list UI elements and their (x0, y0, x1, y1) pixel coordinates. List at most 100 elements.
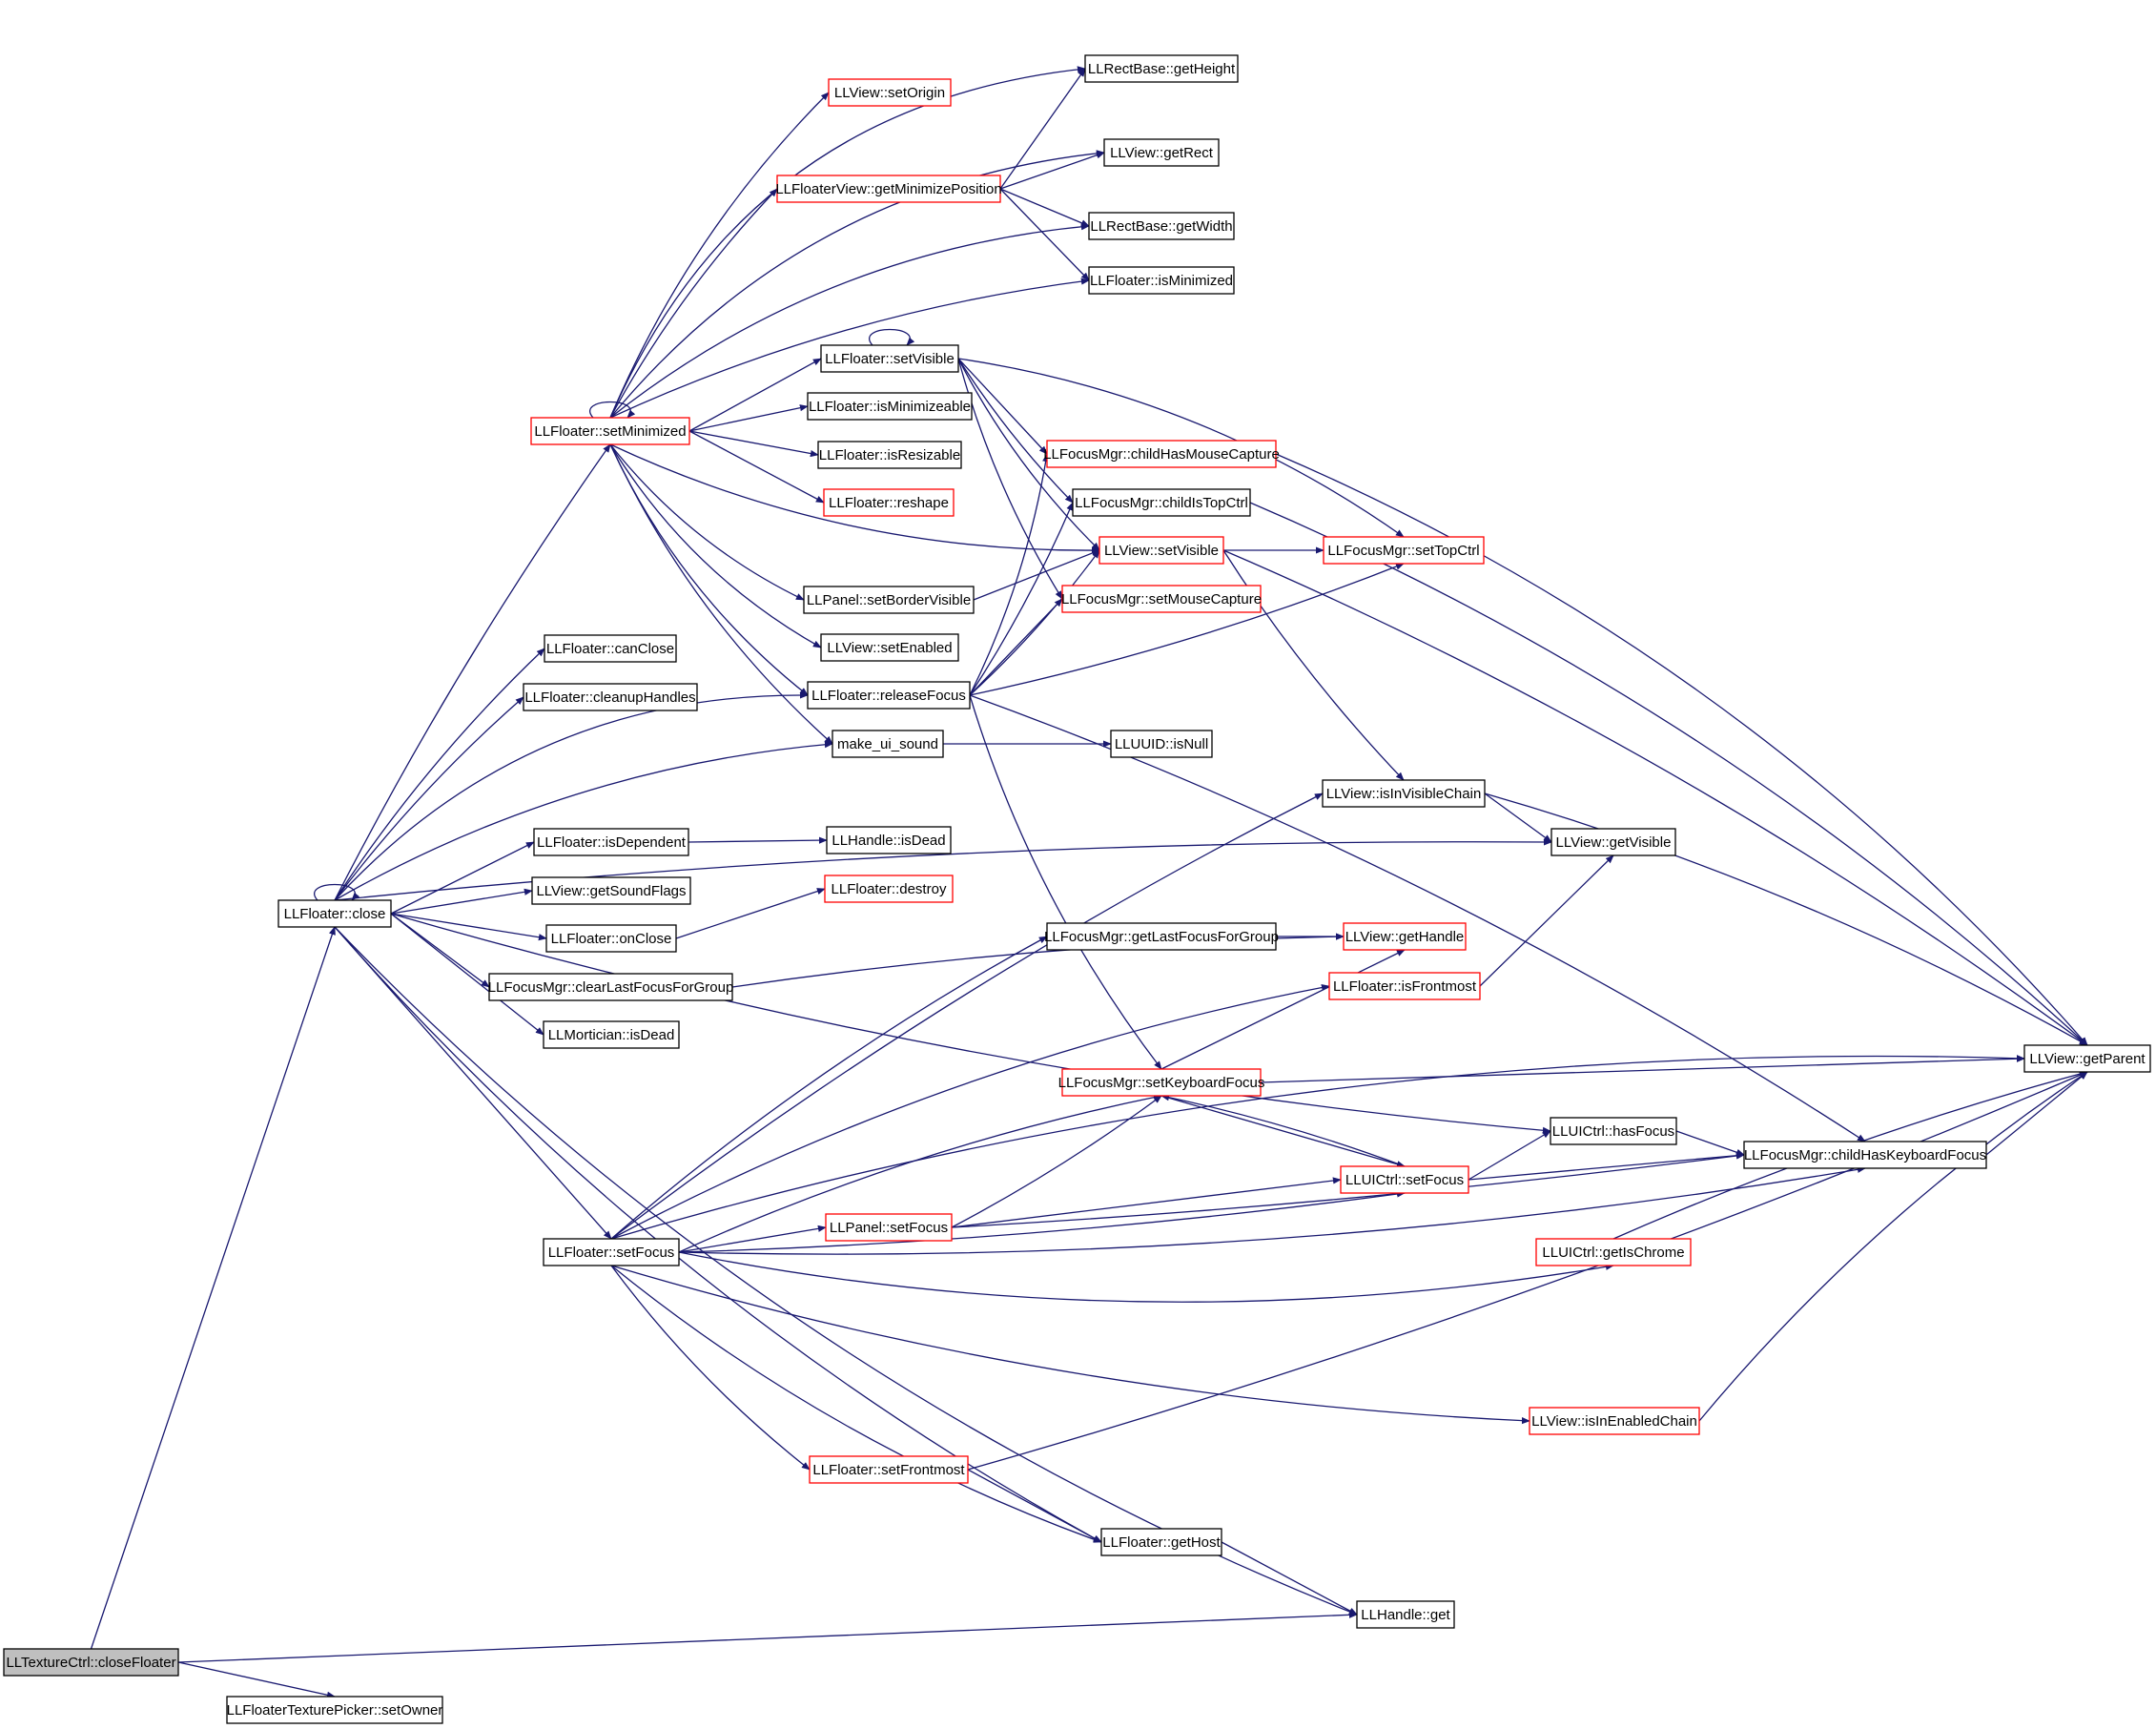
node-getParent[interactable]: LLView::getParent (2023, 1044, 2151, 1073)
node-box[interactable] (776, 175, 1001, 203)
node-setKeyboardFocus[interactable]: LLFocusMgr::setKeyboardFocus (1058, 1068, 1265, 1097)
node-close[interactable]: LLFloater::close (277, 899, 392, 928)
node-box[interactable] (544, 634, 677, 663)
node-getWidth[interactable]: LLRectBase::getWidth (1088, 212, 1235, 240)
node-box[interactable] (817, 441, 962, 469)
node-box[interactable] (1046, 440, 1277, 468)
node-box[interactable] (1088, 212, 1235, 240)
node-reshape[interactable]: LLFloater::reshape (823, 488, 955, 517)
node-box[interactable] (545, 924, 677, 953)
node-isDependent[interactable]: LLFloater::isDependent (533, 828, 689, 856)
node-box[interactable] (1340, 1165, 1469, 1194)
node-box[interactable] (1550, 828, 1676, 856)
node-panelSetFocus[interactable]: LLPanel::setFocus (825, 1213, 953, 1242)
node-box[interactable] (1322, 779, 1486, 808)
node-box[interactable] (1084, 54, 1239, 83)
node-getRect[interactable]: LLView::getRect (1103, 138, 1220, 167)
node-box[interactable] (832, 730, 944, 758)
node-box[interactable] (825, 1213, 953, 1242)
node-destroy[interactable]: LLFloater::destroy (824, 875, 954, 903)
node-box[interactable] (1743, 1141, 1987, 1169)
node-onClose[interactable]: LLFloater::onClose (545, 924, 677, 953)
node-box[interactable] (820, 344, 959, 373)
node-hasFocus[interactable]: LLUICtrl::hasFocus (1550, 1117, 1677, 1145)
node-handleGet[interactable]: LLHandle::get (1356, 1600, 1455, 1629)
node-setBorderVisible[interactable]: LLPanel::setBorderVisible (803, 586, 975, 614)
node-isInVisibleChain[interactable]: LLView::isInVisibleChain (1322, 779, 1486, 808)
node-box[interactable] (531, 876, 691, 905)
node-isMinimizeable[interactable]: LLFloater::isMinimizeable (807, 392, 973, 421)
node-box[interactable] (1100, 1528, 1222, 1556)
node-uiSetFocus[interactable]: LLUICtrl::setFocus (1340, 1165, 1469, 1194)
node-box[interactable] (1343, 922, 1467, 951)
node-box[interactable] (803, 586, 975, 614)
node-childHasKeyboardFocus[interactable]: LLFocusMgr::childHasKeyboardFocus (1743, 1141, 1987, 1169)
node-box[interactable] (1110, 730, 1213, 758)
node-morticianIsDead[interactable]: LLMortician::isDead (543, 1020, 680, 1049)
node-childHasMouseCapture[interactable]: LLFocusMgr::childHasMouseCapture (1043, 440, 1280, 468)
node-box[interactable] (488, 973, 733, 1001)
node-box[interactable] (277, 899, 392, 928)
node-setFrontmost[interactable]: LLFloater::setFrontmost (809, 1455, 969, 1484)
node-box[interactable] (823, 488, 955, 517)
node-box[interactable] (543, 1020, 680, 1049)
node-releaseFocus[interactable]: LLFloater::releaseFocus (807, 681, 971, 710)
node-box[interactable] (543, 1238, 680, 1266)
node-isMinimized[interactable]: LLFloater::isMinimized (1088, 266, 1235, 295)
node-box[interactable] (533, 828, 689, 856)
node-box[interactable] (1088, 266, 1235, 295)
node-isFrontmost[interactable]: LLFloater::isFrontmost (1328, 972, 1481, 1000)
node-setTopCtrl[interactable]: LLFocusMgr::setTopCtrl (1323, 536, 1485, 565)
node-getSoundFlags[interactable]: LLView::getSoundFlags (531, 876, 691, 905)
node-getLastFocusForGroup[interactable]: LLFocusMgr::getLastFocusForGroup (1044, 922, 1279, 951)
node-childIsTopCtrl[interactable]: LLFocusMgr::childIsTopCtrl (1072, 488, 1251, 517)
node-box[interactable] (530, 417, 690, 445)
node-box[interactable] (1061, 1068, 1262, 1097)
node-isResizable[interactable]: LLFloater::isResizable (817, 441, 962, 469)
node-box[interactable] (1535, 1238, 1692, 1266)
node-setFocus[interactable]: LLFloater::setFocus (543, 1238, 680, 1266)
node-setEnabled[interactable]: LLView::setEnabled (820, 633, 959, 662)
node-box[interactable] (2023, 1044, 2151, 1073)
node-box[interactable] (1529, 1407, 1700, 1435)
node-box[interactable] (1099, 536, 1224, 565)
node-box[interactable] (828, 78, 952, 107)
node-isInEnabledChain[interactable]: LLView::isInEnabledChain (1529, 1407, 1700, 1435)
node-setVisibleFloater[interactable]: LLFloater::setVisible (820, 344, 959, 373)
node-getHandle[interactable]: LLView::getHandle (1343, 922, 1467, 951)
node-isNull[interactable]: LLUUID::isNull (1110, 730, 1213, 758)
node-box[interactable] (1072, 488, 1251, 517)
node-getIsChrome[interactable]: LLUICtrl::getIsChrome (1535, 1238, 1692, 1266)
node-box[interactable] (1103, 138, 1220, 167)
node-box[interactable] (807, 681, 971, 710)
node-viewSetVisible[interactable]: LLView::setVisible (1099, 536, 1224, 565)
node-box[interactable] (809, 1455, 969, 1484)
node-box[interactable] (523, 683, 698, 711)
node-setOwner[interactable]: LLFloaterTexturePicker::setOwner (226, 1696, 443, 1724)
node-setOrigin[interactable]: LLView::setOrigin (828, 78, 952, 107)
node-closeFloater[interactable]: LLTextureCtrl::closeFloater (3, 1648, 179, 1677)
node-box[interactable] (826, 826, 952, 854)
node-box[interactable] (824, 875, 954, 903)
node-getVisible[interactable]: LLView::getVisible (1550, 828, 1676, 856)
node-getMinimizePosition[interactable]: LLFloaterView::getMinimizePosition (775, 175, 1002, 203)
node-box[interactable] (3, 1648, 179, 1677)
node-clearLastFocusForGroup[interactable]: LLFocusMgr::clearLastFocusForGroup (488, 973, 734, 1001)
node-setMouseCapture[interactable]: LLFocusMgr::setMouseCapture (1061, 585, 1262, 613)
node-getHeight[interactable]: LLRectBase::getHeight (1084, 54, 1239, 83)
node-box[interactable] (820, 633, 959, 662)
node-box[interactable] (1046, 922, 1277, 951)
node-box[interactable] (1356, 1600, 1455, 1629)
node-handleIsDead[interactable]: LLHandle::isDead (826, 826, 952, 854)
node-box[interactable] (1061, 585, 1262, 613)
node-box[interactable] (1323, 536, 1485, 565)
node-box[interactable] (1550, 1117, 1677, 1145)
node-cleanupHandles[interactable]: LLFloater::cleanupHandles (523, 683, 698, 711)
node-canClose[interactable]: LLFloater::canClose (544, 634, 677, 663)
node-makeUiSound[interactable]: make_ui_sound (832, 730, 944, 758)
node-setMinimized[interactable]: LLFloater::setMinimized (530, 417, 690, 445)
node-getHost[interactable]: LLFloater::getHost (1100, 1528, 1222, 1556)
node-box[interactable] (807, 392, 973, 421)
node-box[interactable] (226, 1696, 443, 1724)
node-box[interactable] (1328, 972, 1481, 1000)
